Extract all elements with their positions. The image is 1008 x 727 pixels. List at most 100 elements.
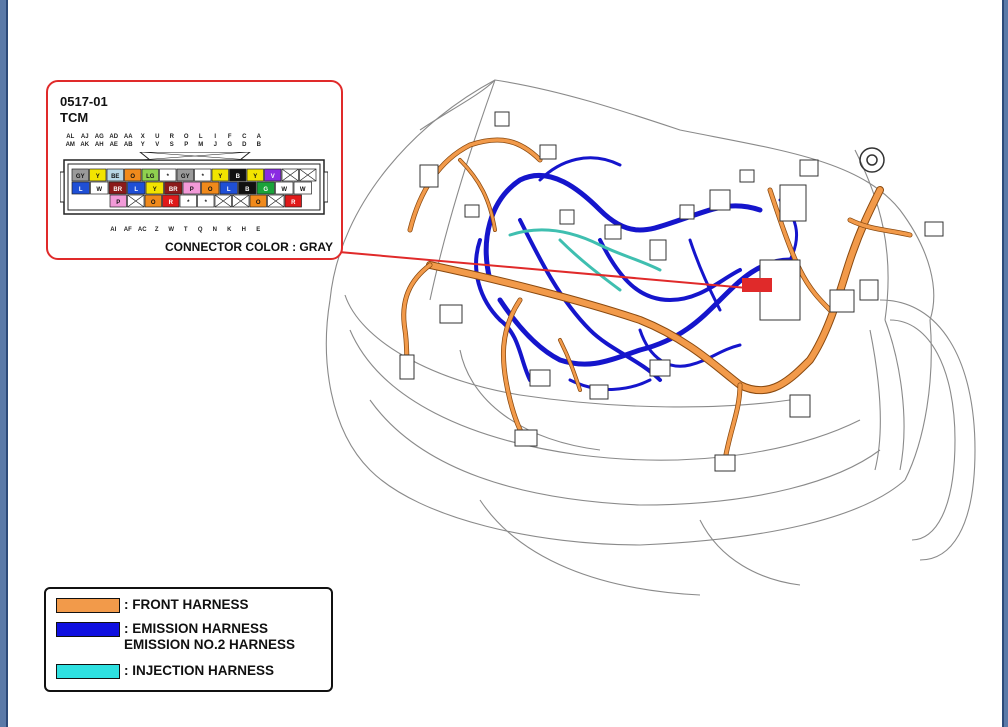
injection-harness	[508, 228, 662, 292]
pin-label: L	[198, 134, 203, 140]
connector-pin	[194, 168, 212, 182]
connector-pin	[127, 181, 146, 195]
pin-color-code: Y	[96, 174, 100, 180]
pin-color-code: O	[256, 200, 261, 206]
pin-label: AF	[123, 227, 132, 233]
pin-color-code: BR	[169, 187, 178, 193]
connector-pin	[229, 168, 247, 182]
legend-item: : FRONT HARNESS	[56, 597, 249, 613]
pin-color-code: GY	[181, 174, 190, 180]
pin-label: X	[140, 134, 145, 140]
pin-label: K	[227, 227, 232, 233]
connector-pin	[176, 168, 194, 182]
connector-pin	[249, 194, 267, 208]
pin-color-code: R	[169, 200, 174, 206]
legend-label: EMISSION NO.2 HARNESS	[124, 637, 296, 652]
connector-pin	[106, 168, 124, 182]
connector-code: 0517-01	[60, 94, 108, 109]
pin-color-code: *	[187, 200, 190, 206]
connector-pin	[71, 168, 89, 182]
pin-label: O	[183, 134, 189, 140]
pin-label: AE	[109, 142, 118, 148]
pin-label: AL	[66, 134, 75, 140]
pin-label: AJ	[80, 134, 89, 140]
pin-color-code: *	[205, 200, 208, 206]
pin-label: U	[155, 134, 160, 140]
pin-color-code: Y	[253, 174, 257, 180]
connector-pin	[141, 168, 159, 182]
pin-label: A	[256, 134, 261, 140]
pin-label: AG	[94, 134, 104, 140]
pin-color-code: L	[227, 187, 231, 193]
pin-label: AI	[110, 227, 117, 233]
pin-label: G	[227, 142, 233, 148]
connector-pin	[89, 168, 107, 182]
pin-label: AA	[123, 134, 133, 140]
connector-pin	[246, 168, 264, 182]
harness-connectors	[399, 111, 944, 472]
connector-pin	[284, 194, 302, 208]
connector-pin	[145, 181, 164, 195]
pin-label: F	[227, 134, 232, 140]
connector-pin	[124, 168, 142, 182]
connector-pin	[211, 168, 229, 182]
connector-pin	[219, 181, 238, 195]
connector-pin	[71, 181, 90, 195]
tcm-connector-highlight	[742, 278, 772, 292]
pointer-line	[338, 251, 771, 291]
pin-color-code: W	[300, 187, 306, 193]
pin-label: AK	[80, 142, 90, 148]
connector-pin	[182, 181, 201, 195]
pin-label: M	[198, 142, 204, 148]
pin-color-code: *	[167, 174, 170, 180]
pin-label: V	[155, 142, 160, 148]
connector-pin	[162, 194, 180, 208]
connector-pin	[164, 181, 183, 195]
pin-color-code: W	[96, 187, 102, 193]
legend-swatch	[56, 664, 120, 679]
car-outline	[325, 79, 976, 596]
pin-label: T	[183, 227, 188, 233]
pin-color-code: R	[291, 200, 296, 206]
pin-label: H	[241, 227, 246, 233]
connector-pin	[109, 194, 127, 208]
connector-pin	[197, 194, 215, 208]
pin-label: AM	[65, 142, 75, 148]
pin-color-code: BR	[113, 187, 122, 193]
pin-color-code: B	[245, 187, 250, 193]
connector-color-caption: CONNECTOR COLOR : GRAY	[164, 240, 333, 254]
pin-label: S	[169, 142, 174, 148]
pin-label: P	[184, 142, 189, 148]
pin-color-code: Y	[153, 187, 157, 193]
pin-color-code: LG	[146, 174, 155, 180]
pin-color-code: O	[130, 174, 135, 180]
pin-color-code: L	[134, 187, 138, 193]
legend-label: : EMISSION HARNESS	[124, 621, 269, 636]
pin-color-code: O	[208, 187, 213, 193]
pin-label: AB	[123, 142, 133, 148]
legend-swatch	[56, 622, 120, 637]
legend-swatch	[56, 598, 120, 613]
legend-label: : FRONT HARNESS	[124, 597, 249, 612]
harness-legend: : FRONT HARNESS : EMISSION HARNESS EMISSI…	[44, 587, 333, 692]
pin-color-code: L	[79, 187, 83, 193]
pin-label: J	[213, 142, 217, 148]
pin-color-code: GY	[76, 174, 85, 180]
pin-label: AH	[94, 142, 104, 148]
connector-name: TCM	[60, 110, 89, 125]
pin-label: AC	[137, 227, 147, 233]
pin-color-code: W	[281, 187, 287, 193]
connector-pin	[179, 194, 197, 208]
pin-color-code: G	[263, 187, 268, 193]
connector-pin	[90, 181, 109, 195]
legend-item: : INJECTION HARNESS	[56, 663, 274, 679]
pin-label: Z	[154, 227, 159, 233]
connector-pin	[293, 181, 312, 195]
front-harness	[401, 137, 913, 463]
pin-color-code: P	[116, 200, 120, 206]
